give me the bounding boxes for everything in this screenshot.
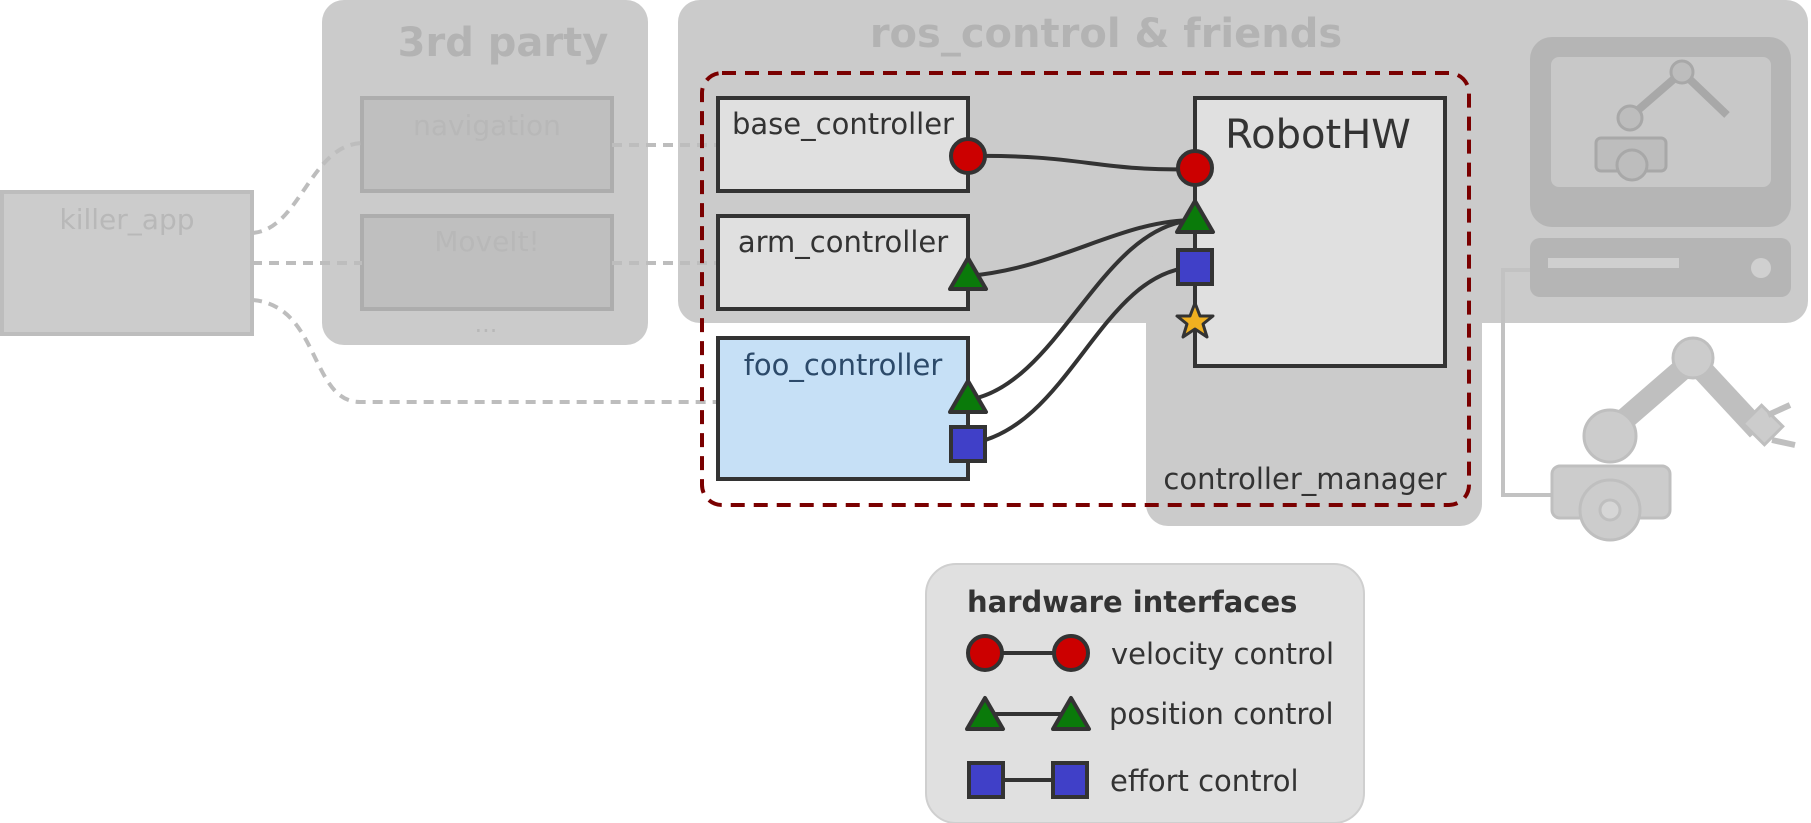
arm-controller-box[interactable]	[716, 214, 970, 311]
legend-velocity: velocity control	[966, 634, 1334, 672]
foo-effort-port	[949, 425, 987, 463]
base-velocity-port	[949, 137, 987, 175]
controller-manager-border	[700, 71, 1471, 507]
legend-effort-label: effort control	[1110, 764, 1299, 798]
legend-velocity-icon-left	[966, 634, 1004, 672]
robot-hw-velocity-port	[1176, 149, 1214, 187]
legend-effort: effort control	[967, 761, 1299, 799]
legend-velocity-icon-right	[1052, 634, 1090, 672]
robot-hw-position-port	[1175, 199, 1215, 234]
ros-control-title: ros_control & friends	[870, 11, 1342, 57]
third-party-title: 3rd party	[398, 20, 609, 66]
velocity-link	[967, 153, 1196, 172]
arm-position-port	[948, 256, 988, 291]
legend-effort-icon-left	[967, 761, 1005, 799]
legend-effort-icon-right	[1051, 761, 1089, 799]
arm-position-link	[967, 218, 1196, 278]
computer-cable	[1501, 268, 1552, 497]
interface-links	[967, 153, 1196, 446]
app-connections	[251, 141, 718, 404]
legend-position-icon-right	[1051, 696, 1091, 731]
legend-title: hardware interfaces	[967, 585, 1297, 619]
moveit-label: MoveIt!	[434, 225, 540, 258]
robot-hw-label: RobotHW	[1225, 112, 1411, 158]
legend-position-icon-left	[965, 696, 1005, 731]
legend-position-label: position control	[1109, 697, 1334, 731]
killer-app-box	[0, 190, 254, 336]
arm-controller-label: arm_controller	[738, 225, 948, 259]
foo-position-port	[948, 379, 988, 414]
robot-hw-custom-interface-star	[1175, 301, 1215, 339]
moveit-box	[360, 214, 614, 311]
killer-app-label: killer_app	[60, 203, 195, 236]
foo-position-link	[967, 218, 1196, 402]
computer-icon	[1530, 37, 1791, 297]
foo-effort-link	[967, 265, 1196, 446]
legend-position: position control	[965, 696, 1334, 731]
apps-ellipsis: ...	[475, 310, 498, 338]
legend-box	[925, 563, 1365, 823]
killer-to-navigation-link	[251, 141, 363, 235]
navigation-label: navigation	[413, 109, 561, 142]
robot-hw-effort-port	[1176, 248, 1214, 286]
base-controller-label: base_controller	[732, 107, 954, 141]
controller-manager-label: controller_manager	[1163, 462, 1446, 496]
foo-controller-label: foo_controller	[744, 348, 943, 382]
legend-velocity-label: velocity control	[1111, 637, 1334, 671]
killer-to-foo-link	[251, 298, 718, 404]
robot-arm-icon	[1550, 336, 1796, 542]
